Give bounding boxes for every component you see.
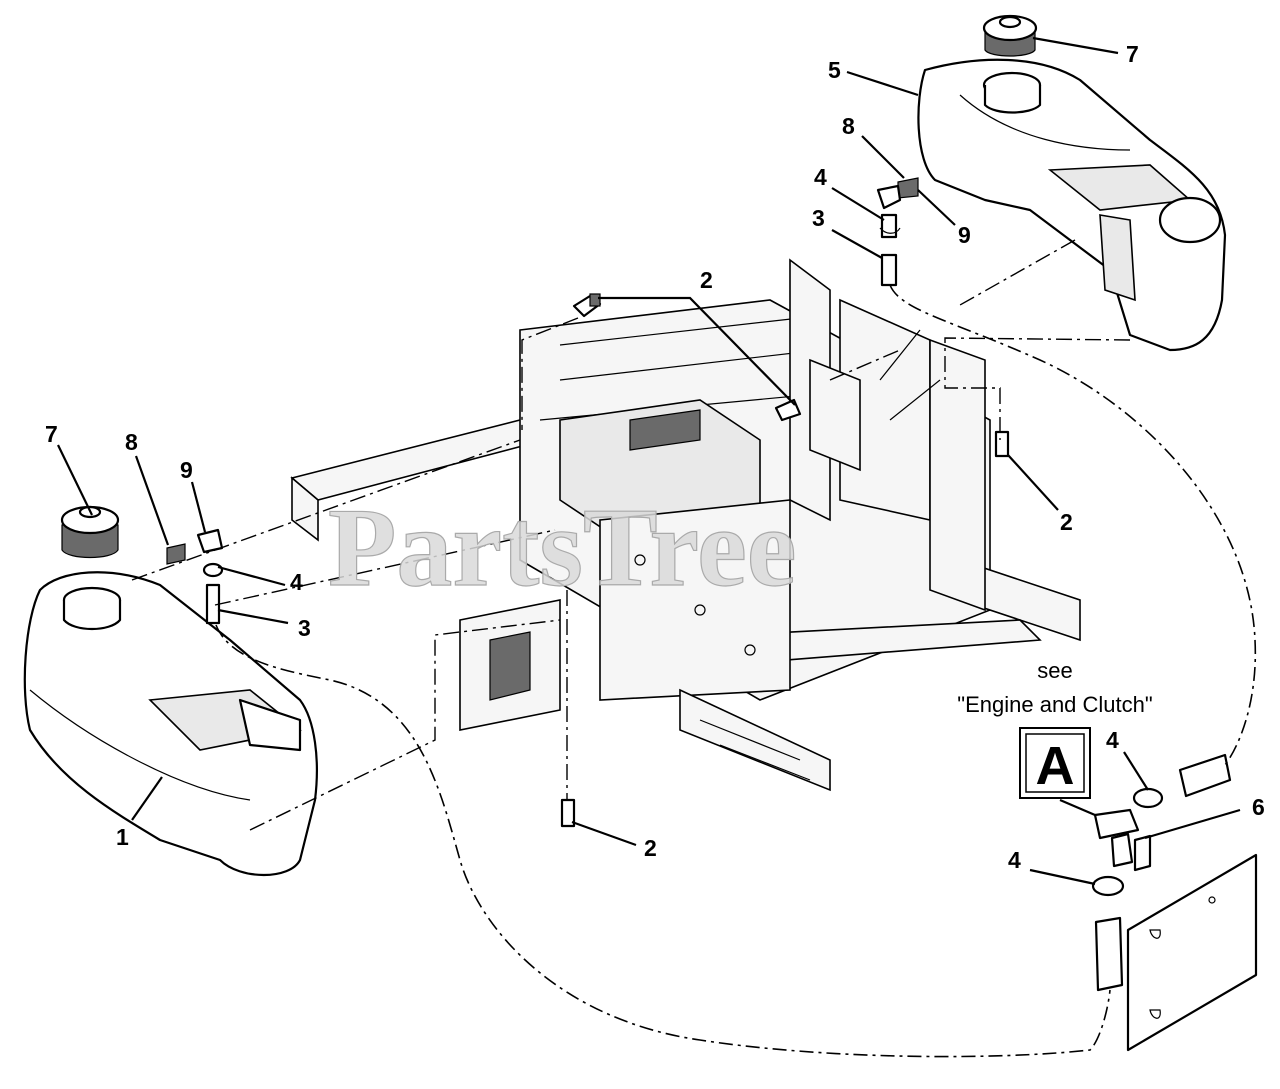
callout-4-lower: 4 [1008,847,1021,873]
alignment-lines [131,239,1131,831]
bolt-bottom [560,798,576,828]
callout-4-ref: 4 [1106,727,1119,753]
callout-3-top: 3 [812,205,825,231]
reference-note: see "Engine and Clutch" A [957,658,1153,799]
reference-letter: A [1036,736,1075,796]
reference-note-line1: see [1037,658,1072,683]
right-fuel-tank [917,58,1227,352]
callout-4-top: 4 [814,164,827,190]
callout-6: 6 [1252,794,1265,820]
callout-8-top: 8 [842,113,855,139]
callout-9-left: 9 [180,457,193,483]
callout-1: 1 [116,824,129,850]
fuel-lines [215,284,1257,1058]
callout-3-left: 3 [298,615,311,641]
callout-9-top: 9 [958,222,971,248]
callout-2-bottom: 2 [644,835,657,861]
bolt-top [572,293,602,318]
tee-fitting [1093,808,1152,872]
callout-4-left: 4 [290,569,303,595]
callout-7-top: 7 [1126,41,1139,67]
chassis-frame [290,258,1081,792]
watermark-text: PartsTree [328,486,797,610]
fuel-fitting-top [876,177,919,287]
callout-2-top: 2 [700,267,713,293]
fuel-cap-left [60,505,120,559]
left-fuel-tank [23,571,318,876]
leader-lines [57,36,1241,886]
fuel-hose-piece [1094,753,1232,992]
callouts: 7 5 8 4 9 3 2 2 7 8 9 4 3 1 2 4 6 4 [45,41,1265,873]
hose-clamps [1091,787,1164,897]
fuel-fitting-left [166,528,224,625]
callout-2-right: 2 [1060,509,1073,535]
reference-note-line2: "Engine and Clutch" [957,692,1152,717]
engine-plate [1126,853,1258,1052]
callout-7-left: 7 [45,421,58,447]
callout-8-left: 8 [125,429,138,455]
fuel-cap-top [982,14,1038,57]
callout-5: 5 [828,57,841,83]
bolt-right [994,430,1010,458]
